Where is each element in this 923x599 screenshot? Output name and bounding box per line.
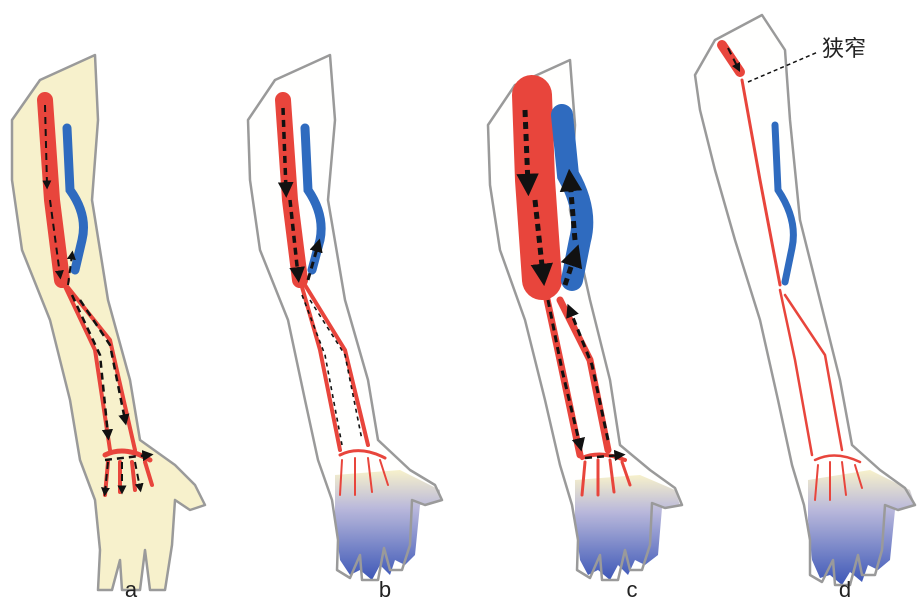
panel-label-b: b — [379, 577, 391, 599]
stenosis-label: 狭窄 — [822, 37, 866, 62]
panel-a: a — [12, 55, 205, 599]
arm-outline-d — [695, 15, 915, 585]
panel-c: c — [488, 60, 682, 599]
panel-b: b — [248, 55, 442, 599]
panel-d: 狭窄 d — [695, 15, 915, 599]
arm-outline-b — [248, 55, 442, 580]
panel-label-d: d — [839, 577, 851, 599]
panel-label-a: a — [125, 577, 138, 599]
panel-label-c: c — [627, 577, 638, 599]
